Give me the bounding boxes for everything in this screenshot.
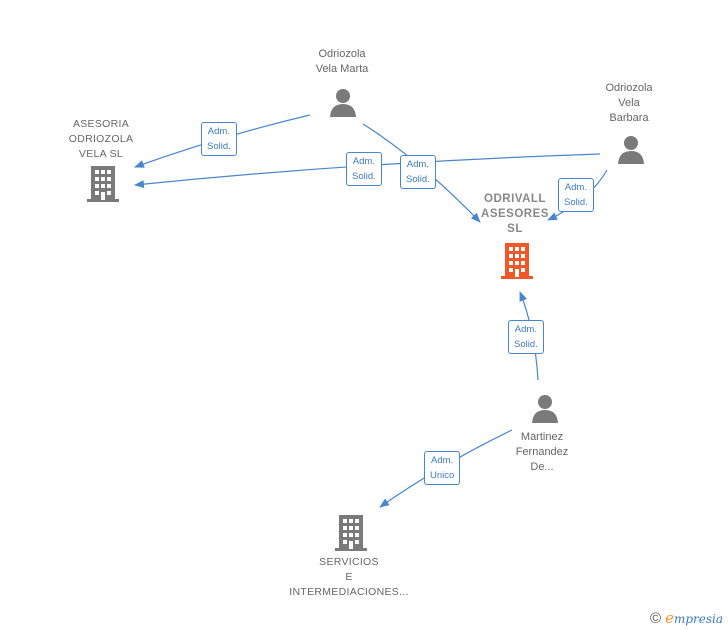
copyright-icon: © bbox=[650, 609, 662, 627]
person-icon[interactable] bbox=[328, 88, 358, 118]
company-label-servicios[interactable]: SERVICIOS E INTERMEDIACIONES... bbox=[289, 555, 408, 600]
label-line: Barbara bbox=[609, 112, 649, 124]
logo-text: mpresia bbox=[673, 612, 724, 626]
edge-label-martinez-servicios[interactable]: Adm. Unico bbox=[424, 451, 461, 485]
label-line: Martinez bbox=[520, 431, 564, 443]
company-label-odrivall[interactable]: ODRIVALL ASESORES SL bbox=[481, 192, 549, 237]
edge-label-barbara-odrivall[interactable]: Adm. Solid. bbox=[558, 178, 594, 212]
edge-role: Adm. bbox=[514, 324, 537, 335]
label-line: INTERMEDIACIONES... bbox=[289, 586, 409, 598]
person-icon[interactable] bbox=[616, 135, 646, 165]
label-line: E bbox=[345, 571, 353, 583]
edge-role-type: Unico bbox=[430, 470, 455, 481]
edge-role-type: Solid. bbox=[514, 339, 538, 350]
label-line: Odriozola bbox=[605, 82, 653, 94]
label-line: ODRIVALL bbox=[484, 193, 546, 205]
label-line: SERVICIOS bbox=[319, 556, 379, 568]
building-icon[interactable] bbox=[87, 166, 119, 202]
person-label-odriozola-marta[interactable]: Odriozola Vela Marta bbox=[316, 47, 369, 77]
label-line: VELA SL bbox=[78, 148, 124, 160]
edge-role-type: Solid. bbox=[207, 141, 231, 152]
label-line: Vela Marta bbox=[315, 63, 369, 75]
label-line: Vela bbox=[618, 97, 640, 109]
person-label-martinez[interactable]: Martinez Fernandez De... bbox=[516, 430, 569, 475]
edge-label-marta-asesoria[interactable]: Adm. Solid. bbox=[201, 122, 237, 156]
logo-initial: e bbox=[665, 609, 674, 627]
empresia-logo: empresia bbox=[665, 609, 723, 627]
edge-role: Adm. bbox=[352, 156, 375, 167]
brand-footer: © empresia bbox=[650, 609, 723, 627]
edge-role: Adm. bbox=[207, 126, 230, 137]
company-label-asesoria[interactable]: ASESORIA ODRIOZOLA VELA SL bbox=[69, 117, 134, 162]
edge-role-type: Solid. bbox=[352, 171, 376, 182]
person-icon[interactable] bbox=[530, 394, 560, 424]
edge-label-martinez-odrivall[interactable]: Adm. Solid. bbox=[508, 320, 544, 354]
label-line: ASESORIA bbox=[72, 118, 130, 130]
edge-role: Adm. bbox=[564, 182, 587, 193]
label-line: ASESORES bbox=[481, 208, 549, 220]
label-line: ODRIOZOLA bbox=[68, 133, 134, 145]
person-label-odriozola-barbara[interactable]: Odriozola Vela Barbara bbox=[605, 81, 652, 126]
building-icon-highlighted[interactable] bbox=[501, 243, 533, 279]
label-line: De... bbox=[530, 461, 554, 473]
label-line: SL bbox=[507, 223, 523, 235]
building-icon[interactable] bbox=[335, 515, 367, 551]
edge-role: Adm. bbox=[406, 159, 429, 170]
edge-role: Adm. bbox=[431, 455, 454, 466]
label-line: Odriozola bbox=[318, 48, 366, 60]
edge-role-type: Solid. bbox=[406, 174, 430, 185]
edge-role-type: Solid. bbox=[564, 197, 588, 208]
edge-label-barbara-asesoria[interactable]: Adm. Solid. bbox=[346, 152, 382, 186]
label-line: Fernandez bbox=[515, 446, 569, 458]
edge-label-marta-odrivall[interactable]: Adm. Solid. bbox=[400, 155, 436, 189]
